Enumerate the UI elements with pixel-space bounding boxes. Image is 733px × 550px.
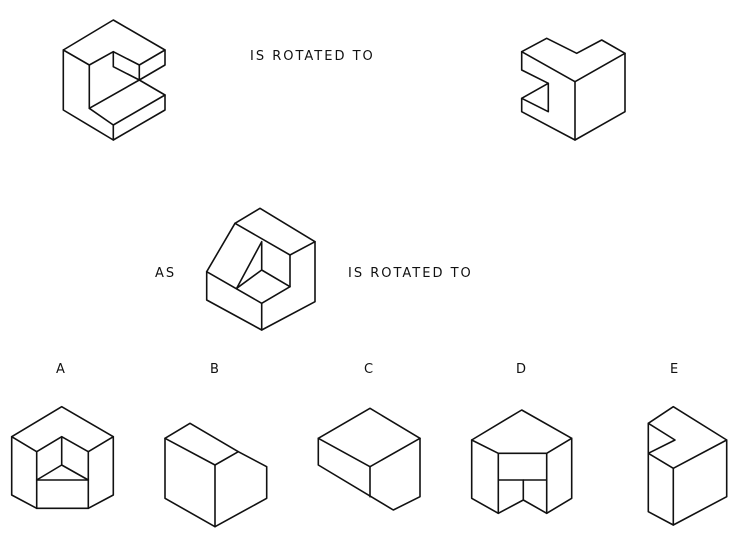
option-a-shape: [10, 405, 115, 510]
option-e-shape: [647, 405, 728, 526]
question-shape: [205, 207, 316, 331]
option-d-shape: [470, 409, 573, 515]
is-rotated-to-text-1: IS ROTATED TO: [250, 49, 375, 64]
option-b-shape: [164, 422, 268, 528]
option-a-label: A: [56, 362, 67, 377]
example-shape-original: [62, 19, 166, 141]
is-rotated-to-text-2: IS ROTATED TO: [348, 266, 473, 281]
example-shape-rotated: [520, 37, 626, 141]
option-c-label: C: [364, 362, 375, 377]
option-d-label: D: [516, 362, 528, 377]
option-e-label: E: [670, 362, 680, 377]
as-text: AS: [155, 266, 176, 281]
option-b-label: B: [210, 362, 221, 377]
option-c-shape: [317, 407, 421, 511]
